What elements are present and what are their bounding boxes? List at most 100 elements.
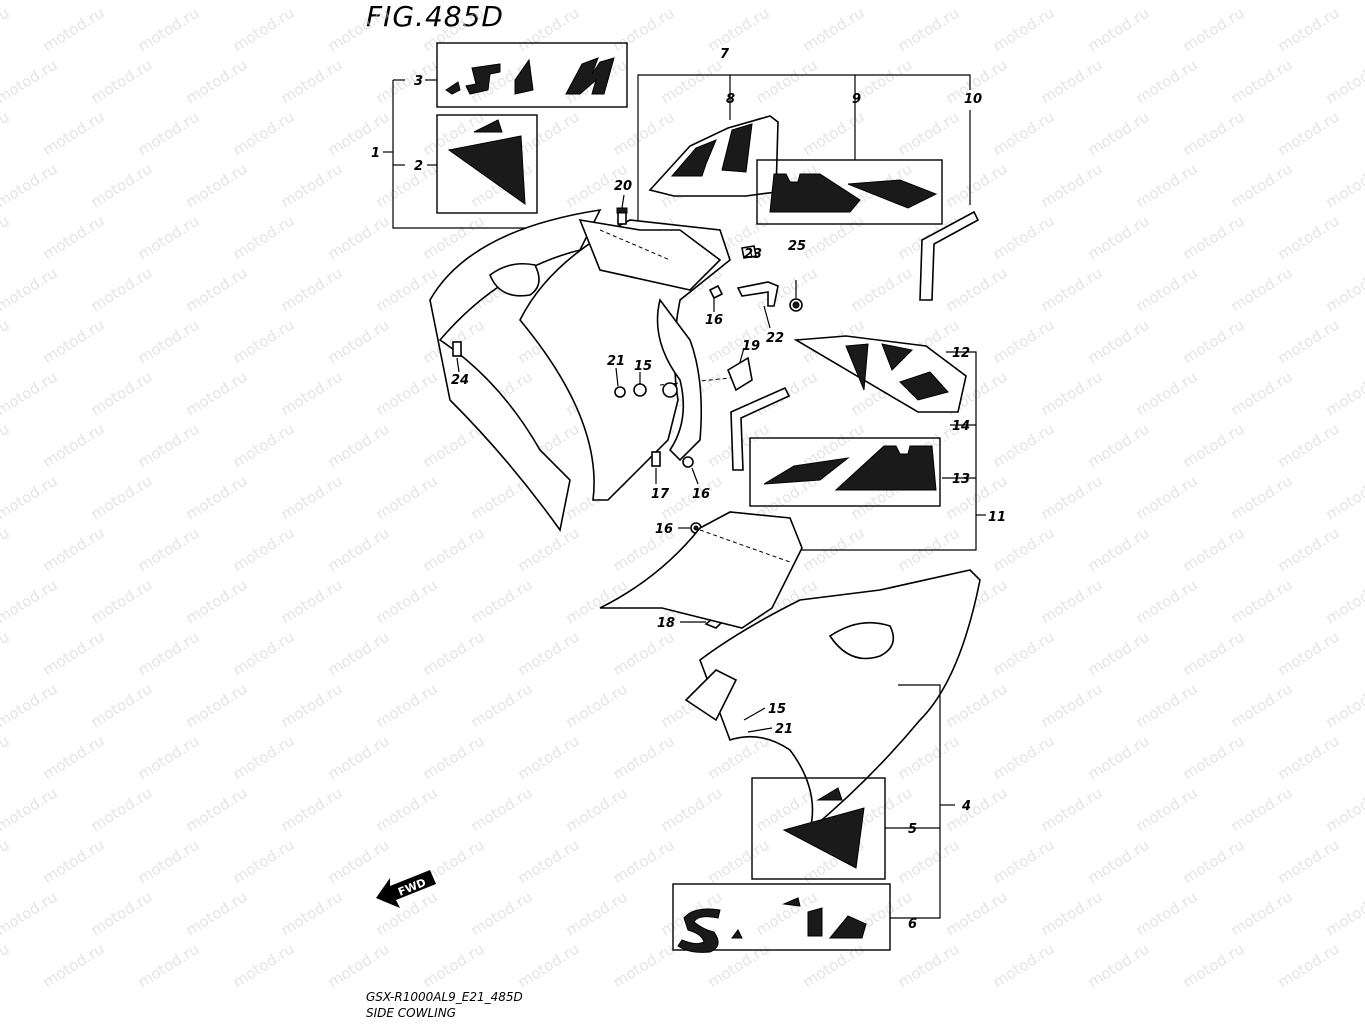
watermark-text: motod.ru <box>88 576 156 628</box>
watermark-text: motod.ru <box>183 472 251 524</box>
watermark-text: motod.ru <box>515 4 583 56</box>
watermark-text: motod.ru <box>990 524 1058 576</box>
watermark-text: motod.ru <box>135 4 203 56</box>
watermark-text: motod.ru <box>468 888 536 940</box>
watermark-text: motod.ru <box>515 732 583 784</box>
watermark-text: motod.ru <box>1323 576 1365 628</box>
watermark-text: motod.ru <box>278 888 346 940</box>
watermark-text: motod.ru <box>135 212 203 264</box>
watermark-text: motod.ru <box>40 628 108 680</box>
watermark-text: motod.ru <box>1275 4 1343 56</box>
lower-side-cowling <box>599 511 981 833</box>
watermark-text: motod.ru <box>278 784 346 836</box>
watermark-text: motod.ru <box>88 888 156 940</box>
watermark-text: motod.ru <box>278 680 346 732</box>
watermark-text: motod.ru <box>135 940 203 992</box>
decal-group-lower <box>672 684 955 953</box>
decal-group-middle-right <box>730 335 986 551</box>
watermark-text: motod.ru <box>373 160 441 212</box>
watermark-text: motod.ru <box>278 56 346 108</box>
watermark-text: motod.ru <box>1085 420 1153 472</box>
watermark-text: motod.ru <box>658 56 726 108</box>
watermark-text: motod.ru <box>800 940 868 992</box>
watermark-text: motod.ru <box>1228 576 1296 628</box>
watermark-text: motod.ru <box>420 4 488 56</box>
watermark-text: motod.ru <box>1133 160 1201 212</box>
watermark-text: motod.ru <box>1228 264 1296 316</box>
watermark-text: motod.ru <box>1133 472 1201 524</box>
watermark-text: motod.ru <box>1085 4 1153 56</box>
watermark-text: motod.ru <box>1085 316 1153 368</box>
watermark-text: motod.ru <box>0 836 12 888</box>
watermark-text: motod.ru <box>800 108 868 160</box>
watermark-text: motod.ru <box>990 732 1058 784</box>
watermark-text: motod.ru <box>230 628 298 680</box>
watermark-text: motod.ru <box>1275 732 1343 784</box>
watermark-text: motod.ru <box>1085 940 1153 992</box>
watermark-text: motod.ru <box>373 680 441 732</box>
watermark-text: motod.ru <box>990 836 1058 888</box>
callout-4: 4 <box>961 799 971 814</box>
watermark-text: motod.ru <box>278 160 346 212</box>
watermark-text: motod.ru <box>1180 212 1248 264</box>
watermark-text: motod.ru <box>990 212 1058 264</box>
figure-name: SIDE COWLING <box>366 1006 456 1020</box>
watermark-text: motod.ru <box>135 628 203 680</box>
watermark-text: motod.ru <box>943 160 1011 212</box>
watermark-text: motod.ru <box>1133 264 1201 316</box>
callout-2: 2 <box>414 159 423 174</box>
watermark-text: motod.ru <box>1228 472 1296 524</box>
watermark-text: motod.ru <box>40 420 108 472</box>
watermark-text: motod.ru <box>1323 264 1365 316</box>
watermark-text: motod.ru <box>1180 732 1248 784</box>
watermark-text: motod.ru <box>135 420 203 472</box>
watermark-text: motod.ru <box>610 628 678 680</box>
watermark-text: motod.ru <box>0 420 12 472</box>
watermark-text: motod.ru <box>0 732 12 784</box>
watermark-text: motod.ru <box>990 316 1058 368</box>
decal-group-upper-right <box>637 74 980 301</box>
watermark-text: motod.ru <box>135 524 203 576</box>
watermark-text: motod.ru <box>1180 940 1248 992</box>
callout-15-lower: 15 <box>768 702 786 717</box>
watermark-text: motod.ru <box>1228 160 1296 212</box>
watermark-text: motod.ru <box>373 56 441 108</box>
watermark-text: motod.ru <box>373 472 441 524</box>
watermark-text: motod.ru <box>0 108 12 160</box>
watermark-text: motod.ru <box>895 108 963 160</box>
watermark-text: motod.ru <box>183 784 251 836</box>
watermark-text: motod.ru <box>705 732 773 784</box>
watermark-text: motod.ru <box>990 940 1058 992</box>
watermark-text: motod.ru <box>990 4 1058 56</box>
front-side-cowling <box>429 208 741 532</box>
callout-13: 13 <box>952 472 970 487</box>
watermark-text: motod.ru <box>230 4 298 56</box>
watermark-text: motod.ru <box>278 264 346 316</box>
watermark-text: motod.ru <box>40 316 108 368</box>
watermark-text: motod.ru <box>40 4 108 56</box>
watermark-text: motod.ru <box>515 524 583 576</box>
watermark-text: motod.ru <box>373 784 441 836</box>
watermark-text: motod.ru <box>0 576 60 628</box>
callout-16-middle: 16 <box>692 487 710 502</box>
watermark-text: motod.ru <box>325 316 393 368</box>
watermark-text: motod.ru <box>1275 316 1343 368</box>
watermark-text: motod.ru <box>800 212 868 264</box>
watermark-text: motod.ru <box>1275 628 1343 680</box>
watermark-text: motod.ru <box>1133 680 1201 732</box>
watermark-text: motod.ru <box>230 524 298 576</box>
watermark-text: motod.ru <box>230 420 298 472</box>
watermark-text: motod.ru <box>1275 420 1343 472</box>
callout-10: 10 <box>964 92 982 107</box>
watermark-text: motod.ru <box>420 940 488 992</box>
watermark-text: motod.ru <box>515 836 583 888</box>
callout-8: 8 <box>726 92 735 107</box>
callout-12: 12 <box>952 346 970 361</box>
watermark-text: motod.ru <box>1323 368 1365 420</box>
watermark-text: motod.ru <box>1323 888 1365 940</box>
callout-20: 20 <box>614 179 632 194</box>
watermark-text: motod.ru <box>325 4 393 56</box>
watermark-text: motod.ru <box>1038 160 1106 212</box>
watermark-text: motod.ru <box>753 56 821 108</box>
